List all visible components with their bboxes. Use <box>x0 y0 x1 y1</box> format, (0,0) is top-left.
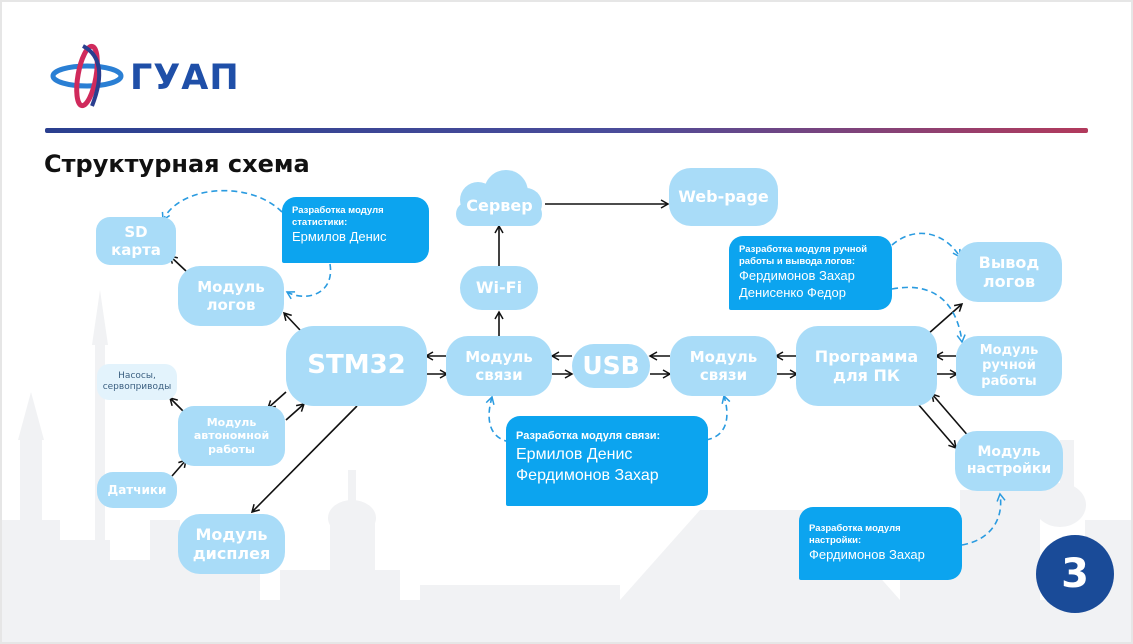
arrow-pc-to-setup <box>917 403 957 450</box>
dashed-link-manual-note-to-out <box>891 232 961 259</box>
sensors-node: Датчики <box>97 472 177 508</box>
wifi-node: Wi-Fi <box>460 266 538 310</box>
note-manual-heading: Разработка модуля ручной работы и вывода… <box>739 244 868 267</box>
guap-logo-icon <box>50 43 124 109</box>
page-title: Структурная схема <box>44 150 310 178</box>
logo-text: ГУАП <box>130 58 240 98</box>
display-module-node: Модуль дисплея <box>178 514 285 574</box>
sd-card-node: SD карта <box>96 217 176 265</box>
arrow-setup-to-pc <box>931 392 971 439</box>
arrow-stm-to-display <box>250 405 358 514</box>
arrow-stm-to-logs <box>282 311 301 331</box>
note-comm: Разработка модуля связи: Ермилов Денис Ф… <box>506 416 708 506</box>
arrow-pc-to-out <box>927 302 964 335</box>
dashed-link-comm-note-to-comm1 <box>485 395 511 443</box>
note-manual-body: Фердимонов Захар Денисенко Федор <box>739 267 855 300</box>
header-divider <box>45 128 1088 133</box>
page-number-badge: 3 <box>1036 535 1114 613</box>
dashed-link-manual-note-to-manual <box>891 286 966 344</box>
usb-node: USB <box>572 344 650 388</box>
web-page-node: Web-page <box>669 168 778 226</box>
log-output-node: Вывод логов <box>956 242 1062 302</box>
comm-module-node-1: Модуль связи <box>446 336 552 396</box>
pc-program-node: Программа для ПК <box>796 326 937 406</box>
server-node: Сервер <box>466 196 533 216</box>
stm32-node: STM32 <box>286 326 427 406</box>
note-manual: Разработка модуля ручной работы и вывода… <box>729 236 892 310</box>
note-comm-body: Ермилов Денис Фердимонов Захар <box>516 445 659 485</box>
arrow-stm-to-auto <box>266 391 287 410</box>
dashed-link-stats-to-logs <box>285 263 332 300</box>
note-setup-heading: Разработка модуля настройки: <box>809 523 901 546</box>
logs-module-node: Модуль логов <box>178 266 284 326</box>
dashed-link-stats-to-sd <box>161 189 283 222</box>
note-setup-body: Фердимонов Захар <box>809 546 925 562</box>
note-comm-heading: Разработка модуля связи: <box>516 430 661 442</box>
arrow-auto-to-stm <box>285 402 306 421</box>
note-setup: Разработка модуля настройки: Фердимонов … <box>799 507 962 580</box>
note-stats: Разработка модуля статистики: Ермилов Де… <box>282 197 429 263</box>
comm-module-node-2: Модуль связи <box>670 336 777 396</box>
arrow-auto-to-pumps <box>168 396 185 413</box>
setup-module-node: Модуль настройки <box>955 431 1063 491</box>
autonomous-module-node: Модуль автономной работы <box>178 406 285 466</box>
note-stats-body: Ермилов Денис <box>292 228 387 244</box>
note-stats-heading: Разработка модуля статистики: <box>292 205 384 228</box>
pumps-node: Насосы, сервоприводы <box>97 364 177 400</box>
manual-module-node: Модуль ручной работы <box>956 336 1062 396</box>
dashed-link-comm-note-to-comm2 <box>705 394 731 441</box>
dashed-link-setup-note-to-setup <box>961 492 1006 546</box>
server-cloud-shape <box>456 170 542 226</box>
